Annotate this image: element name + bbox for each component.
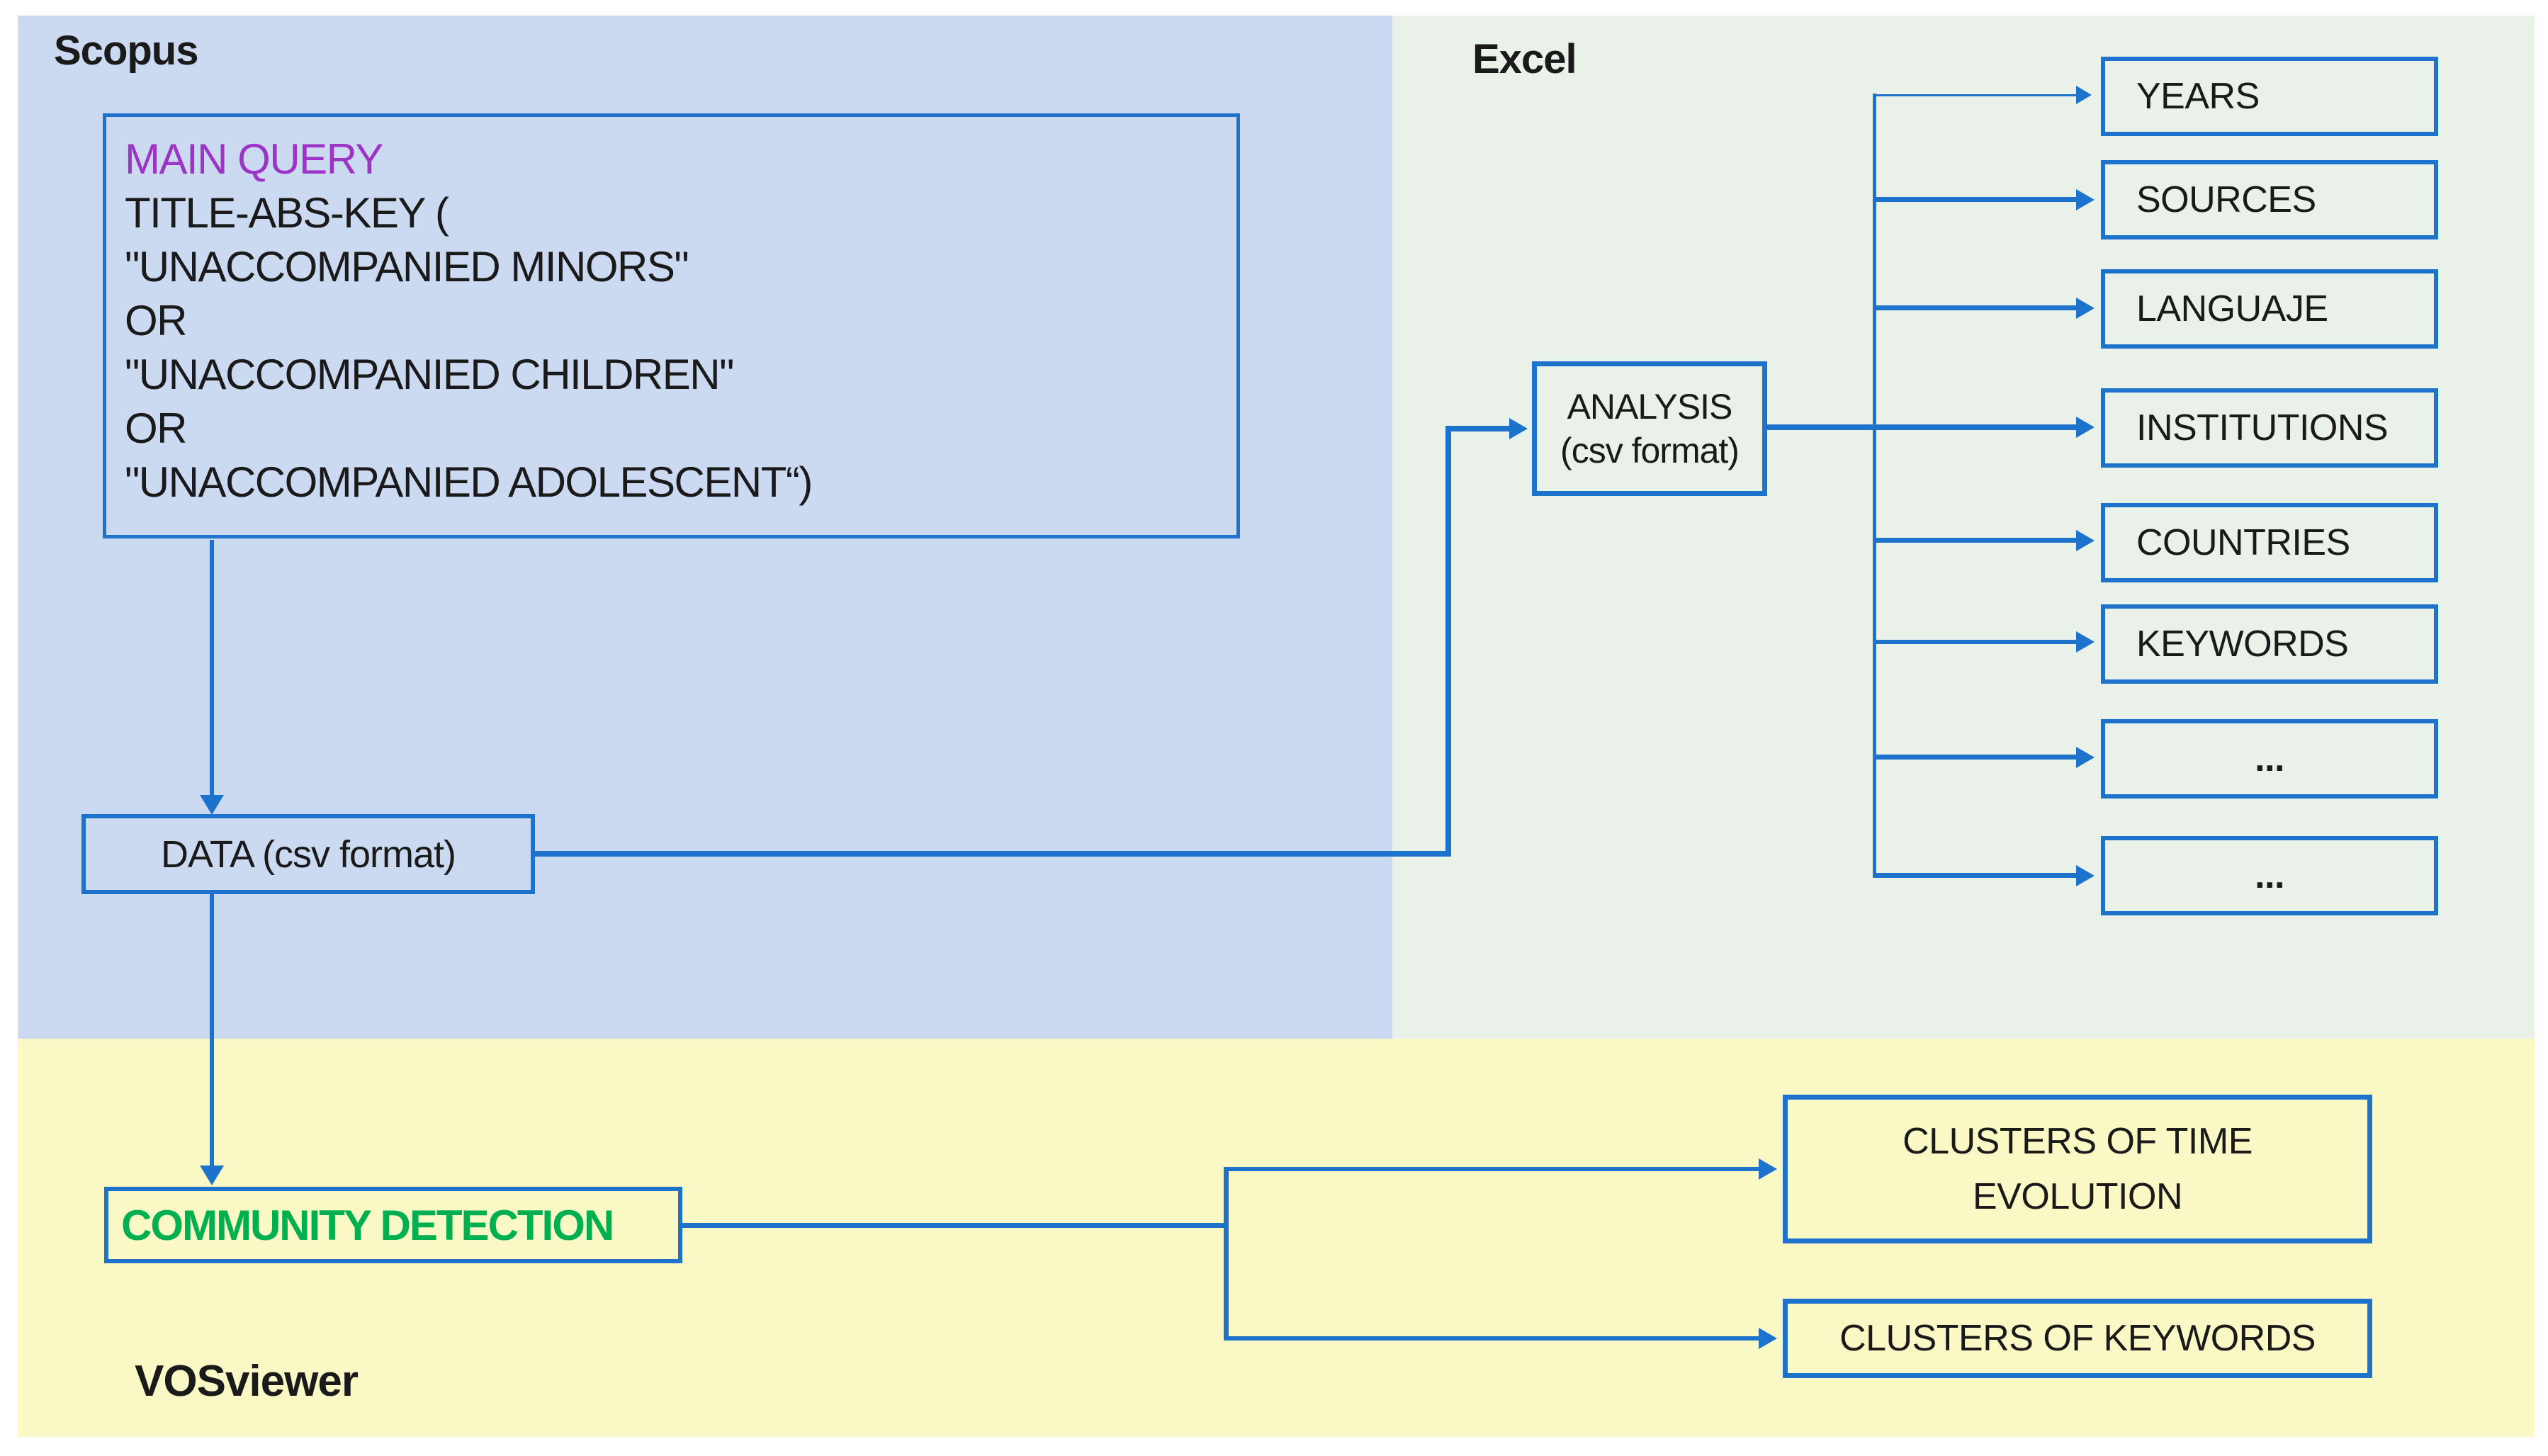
connector-data-to-analysis-vertical (1445, 426, 1451, 857)
clusters-keywords-label: CLUSTERS OF KEYWORDS (1839, 1318, 2316, 1359)
query-line: OR (125, 297, 188, 344)
arrowhead-analysis-to-institutions (2076, 417, 2095, 438)
arrowhead-ellipsis-1 (2076, 747, 2095, 768)
clusters-time-evolution-box: CLUSTERS OF TIME EVOLUTION (1783, 1095, 2372, 1243)
analysis-label-line1: ANALYSIS (1567, 387, 1733, 427)
analysis-csv-box: ANALYSIS (csv format) (1532, 361, 1767, 496)
output-box-keywords: KEYWORDS (2101, 604, 2438, 684)
branch-clusters-time (1229, 1167, 1760, 1171)
scopus-region-label: Scopus (54, 28, 198, 74)
output-box-institutions: INSTITUTIONS (2101, 388, 2438, 468)
clusters-time-line2: EVOLUTION (1973, 1176, 2183, 1217)
arrow-data-to-community (210, 894, 214, 1168)
community-detection-label: COMMUNITY DETECTION (121, 1201, 614, 1249)
query-line: TITLE-ABS-KEY ( (125, 189, 449, 237)
output-box-years: YEARS (2101, 57, 2438, 136)
arrowhead-ellipsis-2 (2076, 865, 2095, 886)
output-label: INSTITUTIONS (2136, 407, 2389, 448)
connector-analysis-to-institutions (1767, 424, 2076, 430)
arrowhead-clusters-keywords (1759, 1328, 1777, 1349)
connector-community-split (1224, 1167, 1229, 1341)
arrowhead-query-to-data (200, 795, 224, 815)
excel-region (1392, 16, 2535, 1039)
output-box-countries: COUNTRIES (2101, 503, 2438, 582)
output-label: LANGUAJE (2136, 288, 2328, 329)
output-label: ... (2255, 855, 2284, 896)
output-box-ellipsis-1: ... (2101, 719, 2438, 798)
arrowhead-countries (2076, 530, 2095, 551)
output-box-ellipsis-2: ... (2101, 836, 2438, 915)
query-line: OR (125, 405, 188, 452)
connector-community-horizontal (682, 1223, 1226, 1228)
main-query-title: MAIN QUERY (125, 135, 383, 183)
output-box-languaje: LANGUAJE (2101, 269, 2438, 349)
clusters-time-line1: CLUSTERS OF TIME (1902, 1121, 2253, 1162)
arrowhead-keywords (2076, 631, 2095, 653)
output-box-sources: SOURCES (2101, 160, 2438, 239)
output-label: KEYWORDS (2136, 623, 2349, 665)
vosviewer-region (18, 1039, 2535, 1437)
scopus-region (18, 16, 1392, 1039)
connector-data-to-analysis-entry (1451, 426, 1511, 431)
query-line: "UNACCOMPANIED MINORS" (125, 243, 689, 290)
output-label: YEARS (2136, 76, 2260, 117)
data-csv-box: DATA (csv format) (81, 814, 535, 894)
branch-years (1876, 94, 2076, 96)
output-label: SOURCES (2136, 179, 2316, 220)
arrowhead-data-to-community (200, 1166, 224, 1185)
branch-sources (1876, 197, 2076, 202)
vosviewer-region-label: VOSviewer (135, 1357, 359, 1406)
branch-clusters-keywords (1229, 1336, 1760, 1341)
branch-countries (1876, 538, 2076, 543)
community-detection-box: COMMUNITY DETECTION (104, 1187, 682, 1263)
branch-keywords (1876, 640, 2076, 644)
excel-region-label: Excel (1472, 36, 1577, 82)
connector-data-to-analysis-horizontal (534, 851, 1451, 857)
branch-ellipsis-1 (1876, 755, 2076, 760)
arrowhead-sources (2076, 189, 2095, 210)
arrowhead-clusters-time (1759, 1158, 1777, 1180)
arrowhead-languaje (2076, 298, 2095, 319)
query-line: "UNACCOMPANIED CHILDREN" (125, 351, 734, 398)
arrowhead-data-to-analysis (1509, 418, 1528, 439)
arrow-query-to-data (210, 540, 214, 798)
query-line: "UNACCOMPANIED ADOLESCENT“) (125, 458, 813, 506)
branch-languaje (1876, 305, 2076, 310)
main-query-box: MAIN QUERY TITLE-ABS-KEY ( "UNACCOMPANIE… (103, 113, 1240, 538)
excel-branch-trunk (1873, 94, 1876, 878)
output-label: ... (2255, 738, 2284, 779)
arrowhead-years (2076, 86, 2092, 104)
analysis-label-line2: (csv format) (1560, 431, 1740, 470)
clusters-keywords-box: CLUSTERS OF KEYWORDS (1783, 1299, 2372, 1378)
branch-ellipsis-2 (1876, 873, 2076, 878)
output-label: COUNTRIES (2136, 522, 2350, 563)
data-csv-label: DATA (csv format) (160, 833, 456, 876)
